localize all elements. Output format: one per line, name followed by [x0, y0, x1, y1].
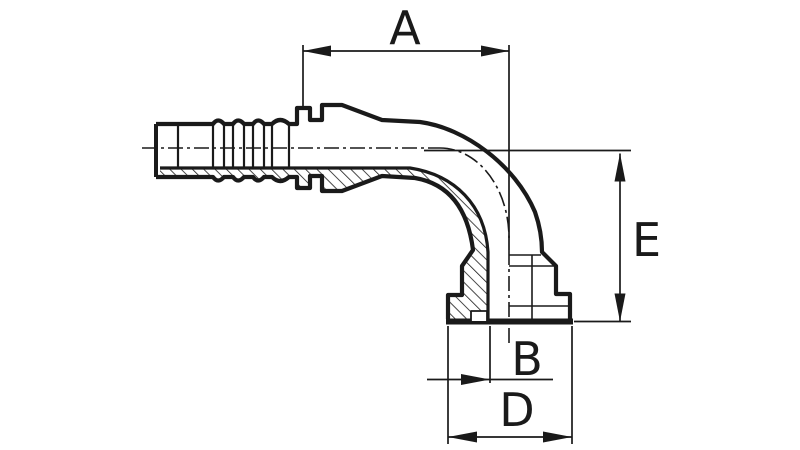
dimension-label-b: B: [511, 332, 543, 386]
flange-interior-edges: [509, 254, 570, 320]
dim-d-arrow-right: [543, 431, 572, 443]
dimension-label-a: A: [389, 1, 421, 55]
dimension-a: [302, 45, 510, 250]
fitting-outline: [154, 102, 573, 325]
dim-a-arrow-left: [303, 45, 331, 57]
dim-e-arrow-down: [614, 293, 626, 322]
bore-wall-line: [160, 166, 490, 320]
barb-ring-lines: [176, 124, 291, 168]
dimension-label-e: E: [632, 213, 661, 267]
bottom-profile: [156, 173, 476, 319]
face-groove-notch: [470, 310, 488, 321]
dimension-label-d: D: [499, 383, 534, 437]
dimension-d: [447, 326, 573, 444]
dim-b-arrow: [461, 374, 490, 385]
section-hatch-area: [160, 168, 488, 321]
dim-a-arrow-right: [481, 45, 509, 57]
top-profile: [156, 102, 573, 319]
dim-d-arrow-left: [448, 431, 477, 443]
dim-e-arrow-up: [614, 153, 626, 182]
dimension-e: [424, 149, 631, 323]
